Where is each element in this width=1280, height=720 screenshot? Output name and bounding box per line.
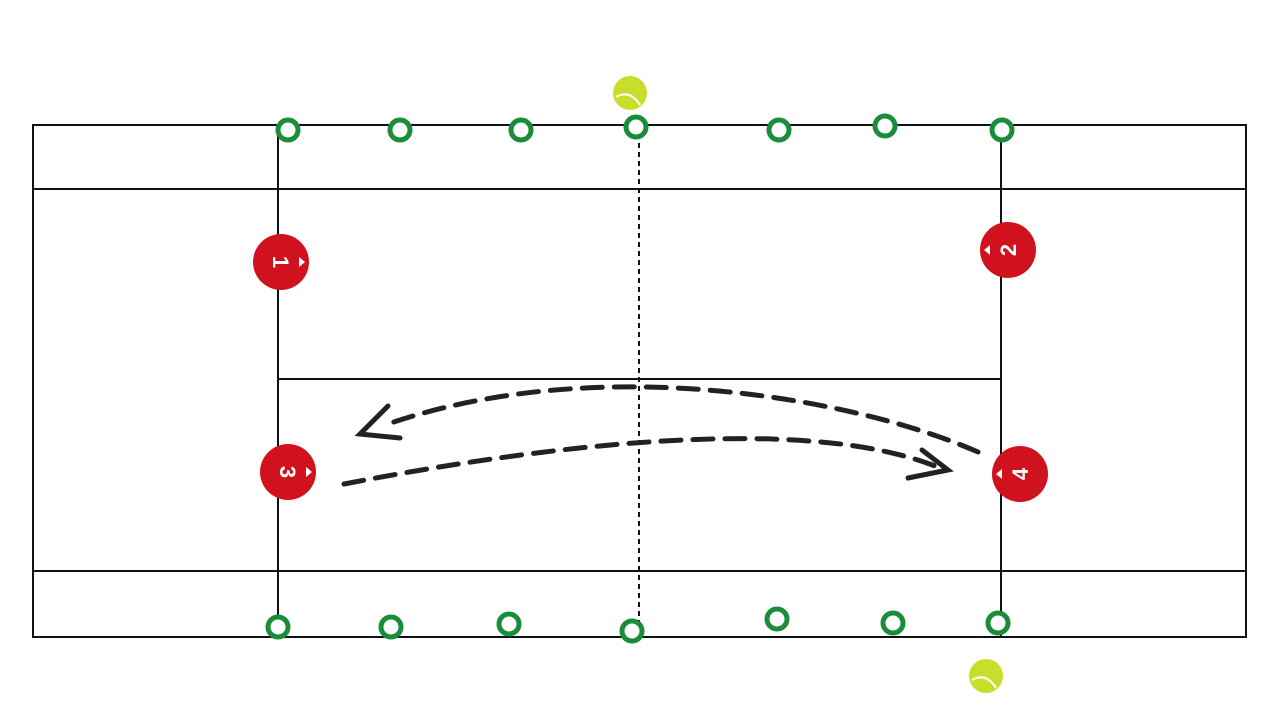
cone-marker [623, 114, 649, 140]
shot-arrows [341, 384, 981, 487]
cone-marker [508, 117, 534, 143]
cone-marker [265, 614, 291, 640]
player-number: 4 [1008, 467, 1033, 480]
player-marker-3: 3 [260, 444, 316, 500]
balls [613, 76, 1003, 693]
player-marker-4: 4 [992, 446, 1048, 502]
court [32, 124, 1247, 638]
cone-marker [985, 610, 1011, 636]
tennis-ball-icon [969, 659, 1003, 693]
cone-marker [766, 117, 792, 143]
player-number: 2 [996, 244, 1021, 256]
cone-marker [872, 113, 898, 139]
players: 1 2 3 4 [253, 222, 1048, 502]
cone-marker [496, 611, 522, 637]
cone-marker [275, 117, 301, 143]
facing-arrow-icon [996, 469, 1002, 479]
cone-marker [764, 606, 790, 632]
cone-marker [387, 117, 413, 143]
arrow-4-to-3 [382, 384, 981, 455]
arrowhead-left [354, 403, 403, 441]
arrow-3-to-4 [341, 436, 943, 487]
player-number: 1 [268, 256, 293, 268]
cone-marker [378, 614, 404, 640]
cone-marker [880, 610, 906, 636]
facing-arrow-icon [299, 257, 305, 267]
cone-marker [989, 117, 1015, 143]
arrowhead-right [905, 447, 954, 481]
cone-marker [619, 618, 645, 644]
player-marker-1: 1 [253, 234, 309, 290]
cones [265, 113, 1015, 644]
tennis-ball-icon [613, 76, 647, 110]
player-marker-2: 2 [980, 222, 1036, 278]
facing-arrow-icon [984, 245, 990, 255]
facing-arrow-icon [306, 467, 312, 477]
player-number: 3 [275, 466, 300, 478]
